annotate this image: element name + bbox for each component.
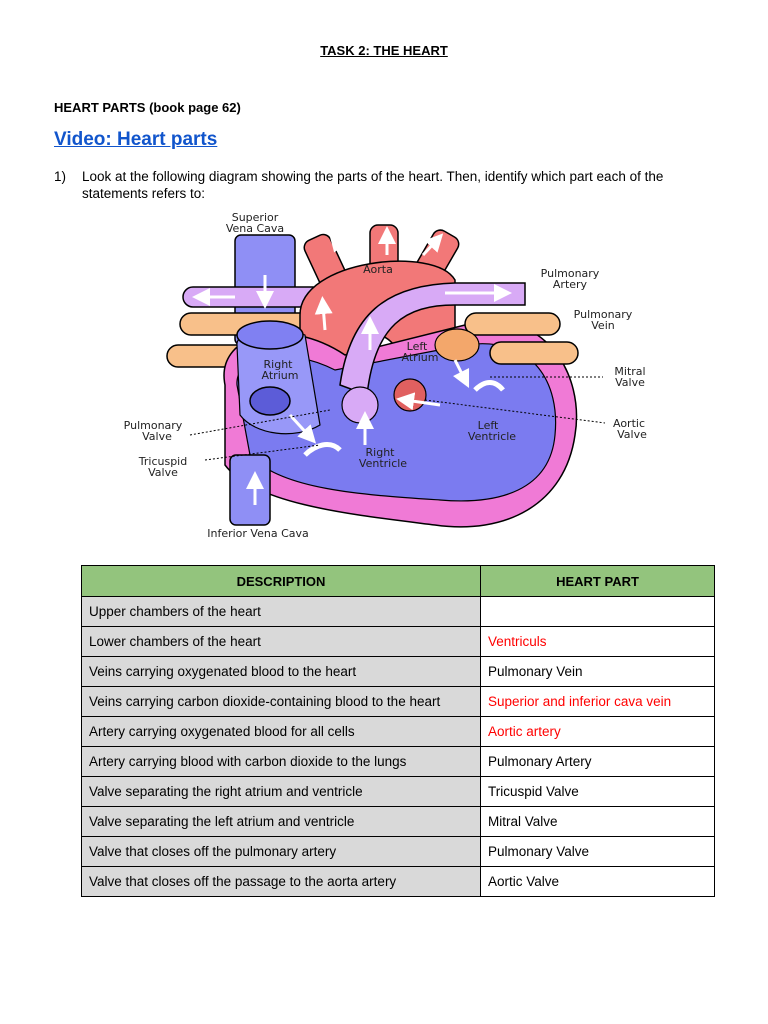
row-description: Valve that closes off the pulmonary arte… [81, 836, 481, 867]
row-heart-part[interactable]: Pulmonary Valve [480, 836, 715, 867]
table-row: Upper chambers of the heart [81, 596, 715, 627]
label-pulmonary-valve-1: Pulmonary [124, 419, 183, 432]
header-description: DESCRIPTION [81, 565, 481, 597]
table-row: Valve separating the right atrium and ve… [81, 776, 715, 807]
row-heart-part[interactable]: Aortic artery [480, 716, 715, 747]
table-row: Artery carrying blood with carbon dioxid… [81, 746, 715, 777]
row-heart-part[interactable]: Ventriculs [480, 626, 715, 657]
label-pulmonary-vein-1: Pulmonary [574, 308, 633, 321]
label-left-ventricle-1: Left [478, 419, 499, 432]
table-row: Valve that closes off the passage to the… [81, 866, 715, 897]
row-description: Veins carrying carbon dioxide-containing… [81, 686, 481, 717]
row-description: Valve separating the left atrium and ven… [81, 806, 481, 837]
label-pulmonary-artery-2: Artery [553, 278, 588, 291]
table-row: Veins carrying carbon dioxide-containing… [81, 686, 715, 717]
row-description: Artery carrying blood with carbon dioxid… [81, 746, 481, 777]
label-mitral-valve-1: Mitral [614, 365, 645, 378]
label-pulmonary-artery-1: Pulmonary [541, 267, 600, 280]
label-superior-vena-cava-2: Vena Cava [226, 222, 284, 235]
question-number: 1) [54, 169, 67, 184]
label-right-ventricle-1: Right [366, 446, 396, 459]
row-heart-part[interactable]: Aortic Valve [480, 866, 715, 897]
row-description: Valve separating the right atrium and ve… [81, 776, 481, 807]
heart-illustration: Superior Vena Cava Aorta Pulmonary Arter… [124, 211, 647, 540]
heart-parts-table: DESCRIPTION HEART PART Upper chambers of… [81, 565, 715, 897]
label-tricuspid-valve-1: Tricuspid [138, 455, 187, 468]
row-description: Upper chambers of the heart [81, 596, 481, 627]
label-left-ventricle-2: Ventricle [468, 430, 516, 443]
row-heart-part[interactable]: Tricuspid Valve [480, 776, 715, 807]
label-left-atrium-1: Left [407, 340, 428, 353]
label-pulmonary-vein-2: Vein [591, 319, 614, 332]
table-row: Valve separating the left atrium and ven… [81, 806, 715, 837]
row-description: Lower chambers of the heart [81, 626, 481, 657]
table-header-row: DESCRIPTION HEART PART [81, 565, 715, 597]
label-left-atrium-2: Atrium [402, 351, 439, 364]
label-mitral-valve-2: Valve [615, 376, 645, 389]
label-aorta: Aorta [363, 263, 393, 276]
label-right-ventricle-2: Ventricle [359, 457, 407, 470]
row-heart-part[interactable]: Pulmonary Vein [480, 656, 715, 687]
label-right-atrium-1: Right [264, 358, 294, 371]
label-aortic-valve-1: Aortic [613, 417, 645, 430]
video-link[interactable]: Video: Heart parts [54, 129, 218, 150]
label-superior-vena-cava-1: Superior [232, 211, 279, 224]
row-heart-part[interactable]: Pulmonary Artery [480, 746, 715, 777]
row-description: Valve that closes off the passage to the… [81, 866, 481, 897]
table-row: Valve that closes off the pulmonary arte… [81, 836, 715, 867]
question: 1) Look at the following diagram showing… [54, 168, 714, 202]
label-right-atrium-2: Atrium [262, 369, 299, 382]
label-pulmonary-valve-2: Valve [142, 430, 172, 443]
label-tricuspid-valve-2: Valve [148, 466, 178, 479]
section-title: HEART PARTS (book page 62) [54, 100, 241, 115]
row-description: Veins carrying oxygenated blood to the h… [81, 656, 481, 687]
row-heart-part[interactable]: Mitral Valve [480, 806, 715, 837]
heart-diagram: Superior Vena Cava Aorta Pulmonary Arter… [105, 205, 665, 550]
row-heart-part[interactable] [480, 596, 715, 627]
table-row: Veins carrying oxygenated blood to the h… [81, 656, 715, 687]
task-title: TASK 2: THE HEART [320, 43, 448, 58]
question-text: Look at the following diagram showing th… [82, 169, 664, 201]
header-heart-part: HEART PART [480, 565, 715, 597]
table-row: Artery carrying oxygenated blood for all… [81, 716, 715, 747]
row-description: Artery carrying oxygenated blood for all… [81, 716, 481, 747]
label-inferior-vena-cava: Inferior Vena Cava [207, 527, 309, 540]
label-aortic-valve-2: Valve [617, 428, 647, 441]
row-heart-part[interactable]: Superior and inferior cava vein [480, 686, 715, 717]
table-row: Lower chambers of the heart Ventriculs [81, 626, 715, 657]
